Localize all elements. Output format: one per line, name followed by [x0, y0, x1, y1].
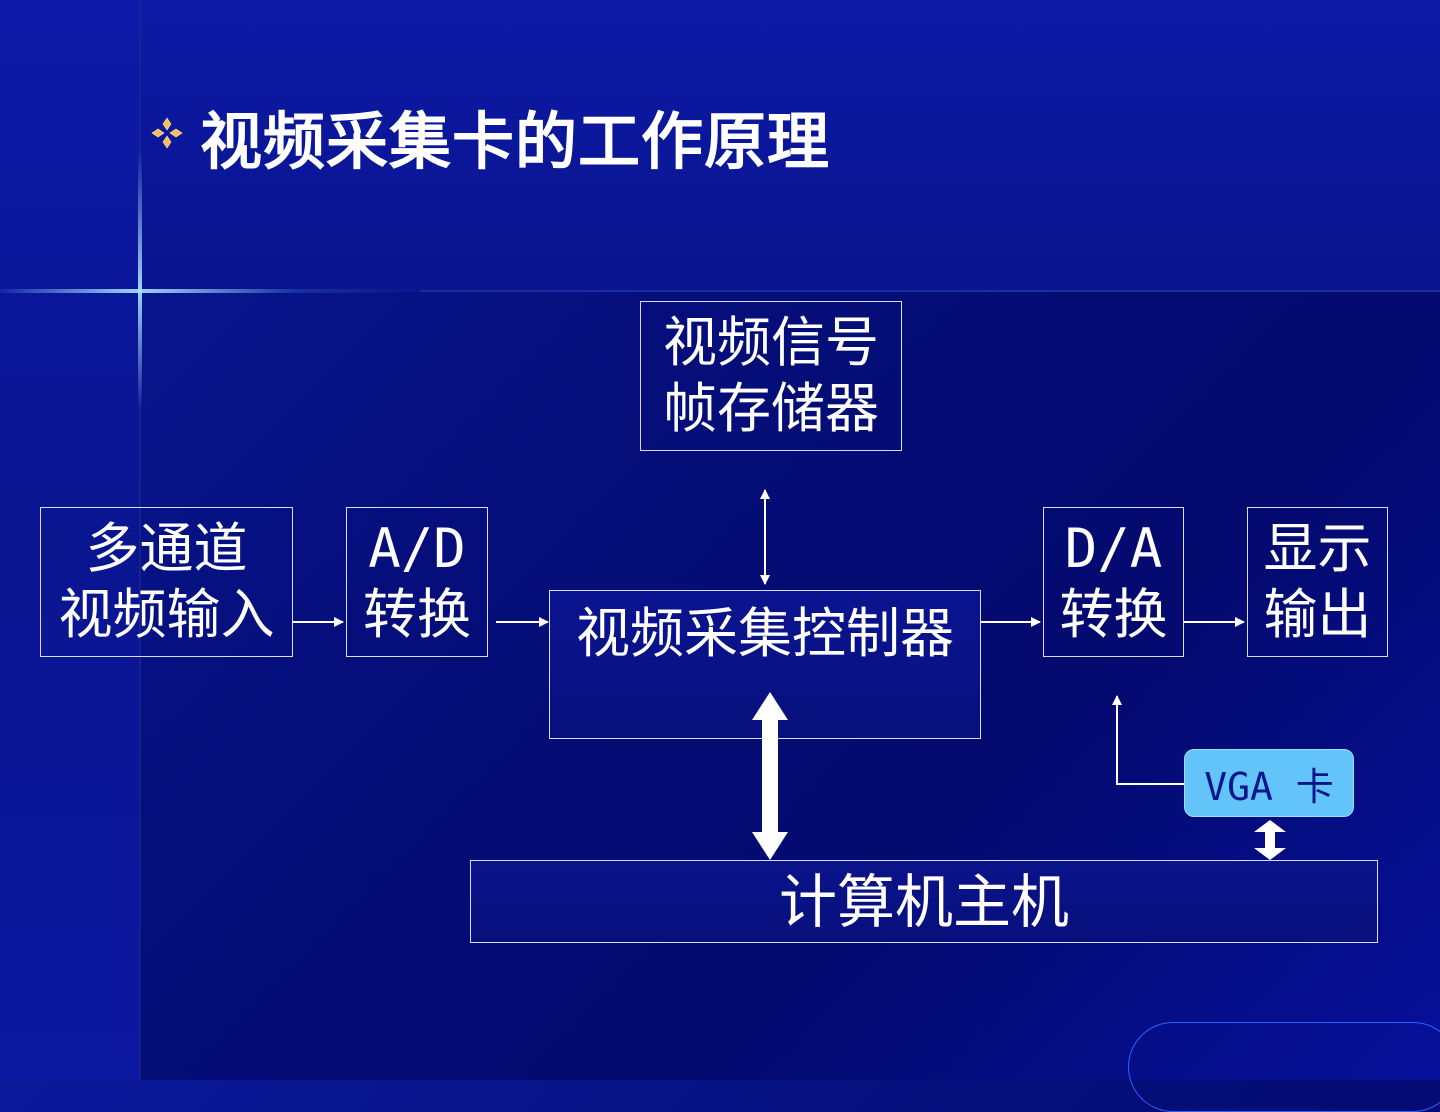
- vertical-divider-line: [139, 0, 141, 1080]
- multi-channel-input-box: 多通道 视频输入: [40, 507, 293, 657]
- da-line2: 转换: [1059, 583, 1168, 646]
- corner-decoration: [1128, 1022, 1440, 1112]
- display-line1: 显示: [1263, 517, 1372, 580]
- glow-vertical-line: [138, 150, 142, 410]
- frame-memory-line2: 帧存储器: [663, 377, 879, 440]
- vga-label: VGA 卡: [1204, 764, 1334, 809]
- ad-line1: A/D: [368, 517, 466, 580]
- arrow-vga-to-da: [1112, 695, 1184, 785]
- horizontal-divider-line: [420, 290, 1440, 292]
- multi-input-line2: 视频输入: [58, 583, 275, 646]
- display-line2: 输出: [1263, 583, 1372, 646]
- frame-memory-line1: 视频信号: [663, 311, 879, 374]
- multi-input-line1: 多通道: [85, 517, 248, 580]
- display-output-box: 显示 输出: [1247, 507, 1388, 657]
- glow-horizontal-line: [0, 289, 420, 293]
- diagram-arrows: [334, 489, 1286, 860]
- diamond-bullet-icon: [151, 117, 183, 149]
- da-converter-box: D/A 转换: [1043, 507, 1184, 657]
- bus-arrow-vga-host: [1254, 820, 1286, 860]
- vga-card-box: VGA 卡: [1184, 749, 1354, 817]
- controller-label: 视频采集控制器: [576, 602, 954, 665]
- top-background-band: [140, 0, 1440, 292]
- slide-title: 视频采集卡的工作原理: [150, 96, 830, 178]
- slide-title-text: 视频采集卡的工作原理: [200, 105, 831, 178]
- da-line1: D/A: [1064, 517, 1163, 580]
- host-label: 计算机主机: [778, 867, 1069, 936]
- host-computer-box: 计算机主机: [470, 860, 1378, 943]
- ad-converter-box: A/D 转换: [346, 507, 488, 657]
- left-background-band: [0, 0, 140, 1080]
- bus-arrow-controller-host: [752, 692, 788, 860]
- ad-line2: 转换: [363, 583, 471, 646]
- frame-memory-box: 视频信号 帧存储器: [640, 301, 902, 451]
